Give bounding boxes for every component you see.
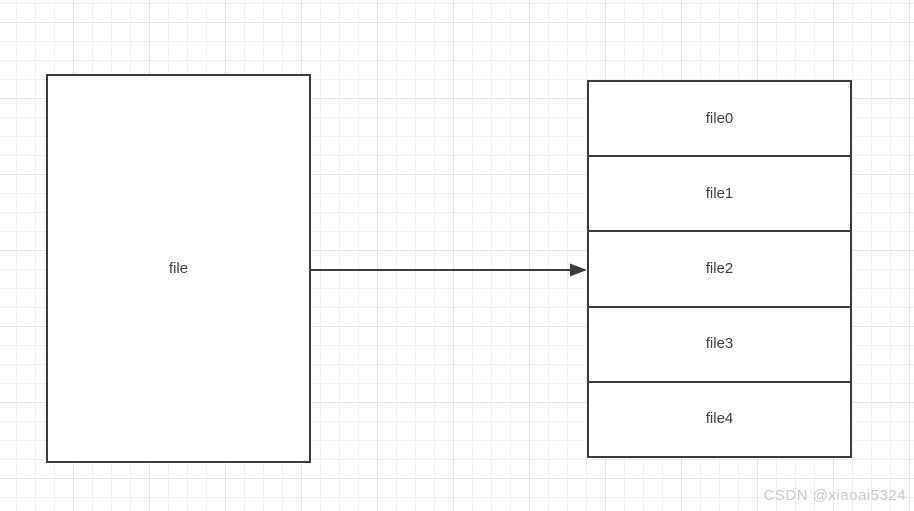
stack-cell-label: file4	[705, 410, 734, 428]
stack-cell-file3: file3	[589, 305, 850, 381]
stack-cell-label: file0	[705, 109, 734, 127]
stack-cell-label: file1	[705, 184, 734, 202]
source-node-label: file	[168, 259, 189, 277]
stack-cell-file1: file1	[589, 155, 850, 231]
stack-cell-label: file2	[705, 260, 734, 277]
stack-cell-file0: file0	[589, 82, 850, 156]
arrowhead-icon	[570, 263, 587, 277]
stack-cell-label: file3	[705, 335, 734, 353]
stack-cell-file2: file2	[589, 230, 850, 306]
stack-cell-file4: file4	[589, 380, 850, 457]
arrow-right-connector	[311, 263, 587, 277]
source-node-file: file	[46, 74, 311, 463]
watermark-text: CSDN @xiaoai5324	[763, 487, 906, 504]
file-stack: file0 file1 file2 file3 file4	[587, 80, 852, 458]
